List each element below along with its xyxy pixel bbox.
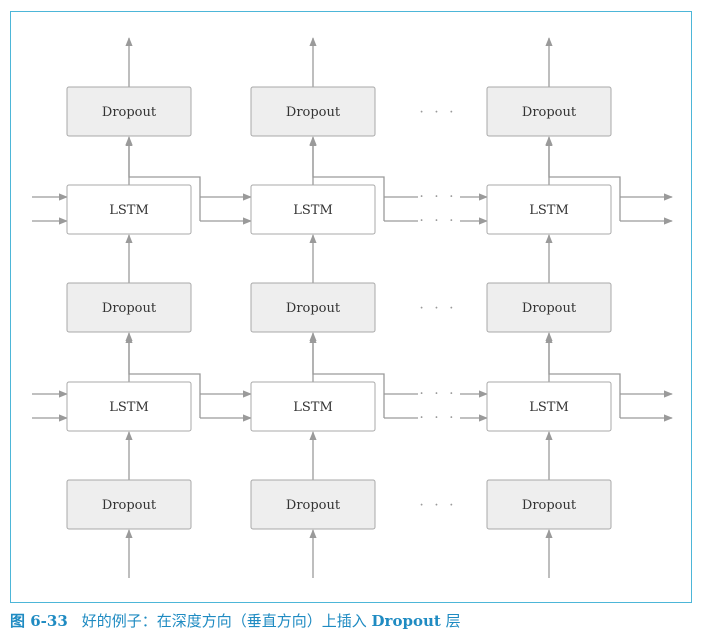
dropout-box: Dropout — [486, 86, 612, 137]
state-ellipsis: · · · — [419, 189, 456, 205]
dropout-box-rect — [250, 86, 376, 137]
dropout-box-rect — [66, 479, 192, 530]
dropout-box-rect — [66, 282, 192, 333]
lstm-label: LSTM — [293, 400, 333, 415]
figure-frame — [10, 11, 692, 603]
caption-keyword: Dropout — [371, 612, 441, 630]
dropout-box-rect — [66, 86, 192, 137]
column-ellipsis: · · · — [419, 498, 456, 514]
figure-caption: 图 6-33 好的例子：在深度方向（垂直方向）上插入 Dropout 层 — [10, 610, 461, 632]
output-branch-arrow — [125, 137, 201, 187]
dropout-label: Dropout — [522, 301, 577, 316]
dropout-box: Dropout — [486, 282, 612, 333]
lstm-box-rect — [486, 381, 612, 432]
dropout-label: Dropout — [286, 498, 341, 513]
lstm-box: LSTM — [486, 184, 612, 235]
dropout-label: Dropout — [522, 105, 577, 120]
state-ellipsis: · · · — [419, 213, 456, 229]
dropout-box-rect — [486, 479, 612, 530]
dropout-box: Dropout — [250, 282, 376, 333]
output-branch-arrow — [125, 334, 201, 384]
dropout-label: Dropout — [102, 105, 157, 120]
figure-number: 图 6-33 — [10, 612, 68, 630]
caption-text: 好的例子：在深度方向（垂直方向）上插入 — [81, 612, 372, 630]
column-ellipsis: · · · — [419, 301, 456, 317]
lstm-box: LSTM — [66, 381, 192, 432]
lstm-box-rect — [250, 184, 376, 235]
caption-suffix: 层 — [440, 612, 461, 630]
dropout-label: Dropout — [102, 498, 157, 513]
lstm-label: LSTM — [529, 400, 569, 415]
dropout-label: Dropout — [102, 301, 157, 316]
output-branch-arrow — [309, 137, 385, 187]
lstm-box-rect — [250, 381, 376, 432]
dropout-box-rect — [486, 282, 612, 333]
dropout-box-rect — [486, 86, 612, 137]
dropout-box-rect — [250, 479, 376, 530]
dropout-box: Dropout — [250, 479, 376, 530]
lstm-label: LSTM — [293, 203, 333, 218]
output-branch-arrow — [545, 334, 621, 384]
dropout-box: Dropout — [66, 479, 192, 530]
column-ellipsis: · · · — [419, 105, 456, 121]
output-branch-arrow — [309, 334, 385, 384]
lstm-box-rect — [66, 184, 192, 235]
lstm-label: LSTM — [109, 400, 149, 415]
dropout-label: Dropout — [286, 105, 341, 120]
dropout-label: Dropout — [286, 301, 341, 316]
dropout-box: Dropout — [486, 479, 612, 530]
lstm-box: LSTM — [486, 381, 612, 432]
dropout-label: Dropout — [522, 498, 577, 513]
lstm-box-rect — [66, 381, 192, 432]
lstm-box: LSTM — [66, 184, 192, 235]
state-ellipsis: · · · — [419, 410, 456, 426]
lstm-label: LSTM — [109, 203, 149, 218]
state-ellipsis: · · · — [419, 386, 456, 402]
lstm-box-rect — [486, 184, 612, 235]
dropout-box: Dropout — [66, 282, 192, 333]
lstm-box: LSTM — [250, 381, 376, 432]
lstm-box: LSTM — [250, 184, 376, 235]
lstm-label: LSTM — [529, 203, 569, 218]
dropout-box-rect — [250, 282, 376, 333]
connection-arrows — [32, 37, 673, 578]
dropout-box: Dropout — [66, 86, 192, 137]
output-branch-arrow — [545, 137, 621, 187]
dropout-box: Dropout — [250, 86, 376, 137]
